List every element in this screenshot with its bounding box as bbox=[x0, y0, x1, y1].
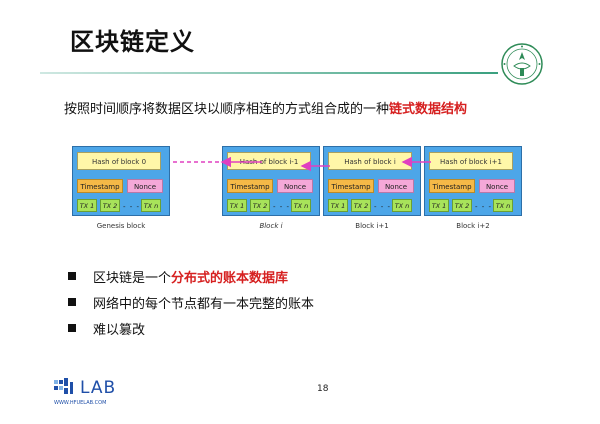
tx-2: TX 2 bbox=[250, 199, 270, 212]
tx-n: TX n bbox=[141, 199, 161, 212]
definition-text: 按照时间顺序将数据区块以顺序相连的方式组合成的一种链式数据结构 bbox=[64, 98, 467, 117]
nonce-field: Nonce bbox=[127, 179, 163, 193]
block-label: Block i+2 bbox=[456, 222, 490, 230]
university-seal-icon bbox=[501, 43, 543, 85]
nonce-field: Nonce bbox=[479, 179, 515, 193]
timestamp-field: Timestamp bbox=[429, 179, 475, 193]
tx-dots: - - - bbox=[273, 203, 291, 211]
tx-1: TX 1 bbox=[227, 199, 247, 212]
block-i-plus-1: Hash of block i Timestamp Nonce TX 1 TX … bbox=[323, 146, 421, 216]
bullet-square-icon bbox=[68, 324, 76, 332]
bullet-item: 网络中的每个节点都有一本完整的账本 bbox=[68, 289, 314, 315]
hash-field: Hash of block 0 bbox=[77, 152, 161, 170]
lab-mark-icon bbox=[54, 378, 73, 394]
hash-field: Hash of block i bbox=[328, 152, 412, 170]
page-number: 18 bbox=[317, 384, 329, 394]
tx-dots: - - - bbox=[374, 203, 392, 211]
bullet-text: 难以篡改 bbox=[93, 322, 146, 338]
block-label: Genesis block bbox=[96, 222, 146, 230]
tx-n: TX n bbox=[392, 199, 412, 212]
bullet-square-icon bbox=[68, 298, 76, 306]
bullet-text: 网络中的每个节点都有一本完整的账本 bbox=[93, 296, 315, 312]
lab-url: WWW.HFUELAB.COM bbox=[54, 400, 107, 406]
bullet-item: 区块链是一个分布式的账本数据库 bbox=[68, 263, 314, 289]
block-label: Block i+1 bbox=[355, 222, 389, 230]
title-underline bbox=[40, 72, 498, 74]
block-label: Block i bbox=[259, 222, 283, 230]
tx-dots: - - - bbox=[475, 203, 493, 211]
hash-field: Hash of block i-1 bbox=[227, 152, 311, 170]
nonce-field: Nonce bbox=[378, 179, 414, 193]
tx-n: TX n bbox=[291, 199, 311, 212]
bullet-prefix: 区块链是一个 bbox=[93, 270, 172, 286]
tx-n: TX n bbox=[493, 199, 513, 212]
bullet-square-icon bbox=[68, 272, 76, 280]
tx-2: TX 2 bbox=[351, 199, 371, 212]
tx-1: TX 1 bbox=[429, 199, 449, 212]
timestamp-field: Timestamp bbox=[77, 179, 123, 193]
tx-2: TX 2 bbox=[100, 199, 120, 212]
definition-highlight: 链式数据结构 bbox=[389, 102, 468, 117]
lab-name: LAB bbox=[80, 378, 117, 398]
nonce-field: Nonce bbox=[277, 179, 313, 193]
tx-dots: - - - bbox=[123, 203, 141, 211]
slide-title: 区块链定义 bbox=[70, 28, 195, 56]
tx-1: TX 1 bbox=[77, 199, 97, 212]
bullet-item: 难以篡改 bbox=[68, 315, 314, 341]
tx-1: TX 1 bbox=[328, 199, 348, 212]
block-i-plus-2: Hash of block i+1 Timestamp Nonce TX 1 T… bbox=[424, 146, 522, 216]
block-genesis: Hash of block 0 Timestamp Nonce TX 1 TX … bbox=[72, 146, 170, 216]
tx-2: TX 2 bbox=[452, 199, 472, 212]
bullet-list: 区块链是一个分布式的账本数据库 网络中的每个节点都有一本完整的账本 难以篡改 bbox=[68, 263, 314, 341]
bullet-highlight: 分布式的账本数据库 bbox=[171, 270, 289, 286]
timestamp-field: Timestamp bbox=[328, 179, 374, 193]
hash-field: Hash of block i+1 bbox=[429, 152, 513, 170]
block-i: Hash of block i-1 Timestamp Nonce TX 1 T… bbox=[222, 146, 320, 216]
definition-prefix: 按照时间顺序将数据区块以顺序相连的方式组合成的一种 bbox=[64, 102, 390, 117]
timestamp-field: Timestamp bbox=[227, 179, 273, 193]
